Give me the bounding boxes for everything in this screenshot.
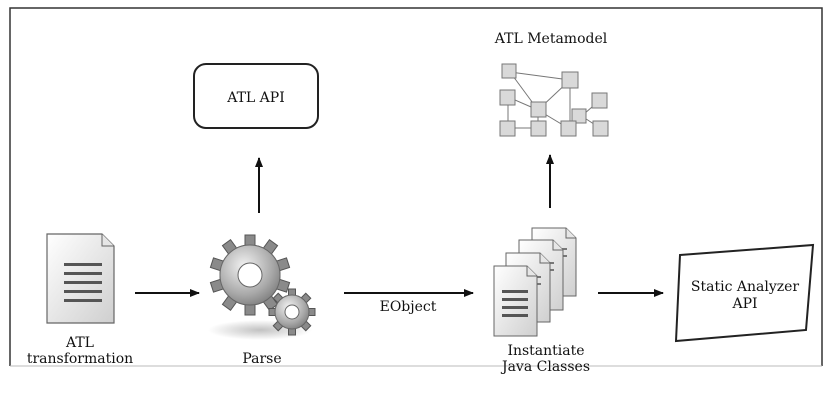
atl-transformation-label-line1: ATL: [65, 335, 94, 351]
atl-metamodel-label: ATL Metamodel: [494, 31, 608, 47]
document-icon: [46, 233, 115, 324]
atl-api-label: ATL API: [226, 90, 285, 106]
eobject-label: EObject: [380, 299, 437, 315]
gears-icon: [208, 234, 316, 340]
atl-transformation-label-line2: transformation: [27, 351, 133, 367]
instantiate-label-line2: Java Classes: [500, 359, 590, 375]
metamodel-icon: [499, 63, 609, 137]
static-analyzer-label-line2: API: [731, 296, 757, 312]
static-analyzer-box: [674, 243, 815, 343]
static-analyzer-label-line1: Static Analyzer: [691, 279, 799, 295]
instantiate-label-line1: Instantiate: [507, 343, 584, 359]
atl-api-box: [193, 63, 319, 129]
document-stack-icon: [493, 227, 577, 337]
diagram-frame: [9, 7, 823, 366]
parse-label: Parse: [242, 351, 281, 367]
